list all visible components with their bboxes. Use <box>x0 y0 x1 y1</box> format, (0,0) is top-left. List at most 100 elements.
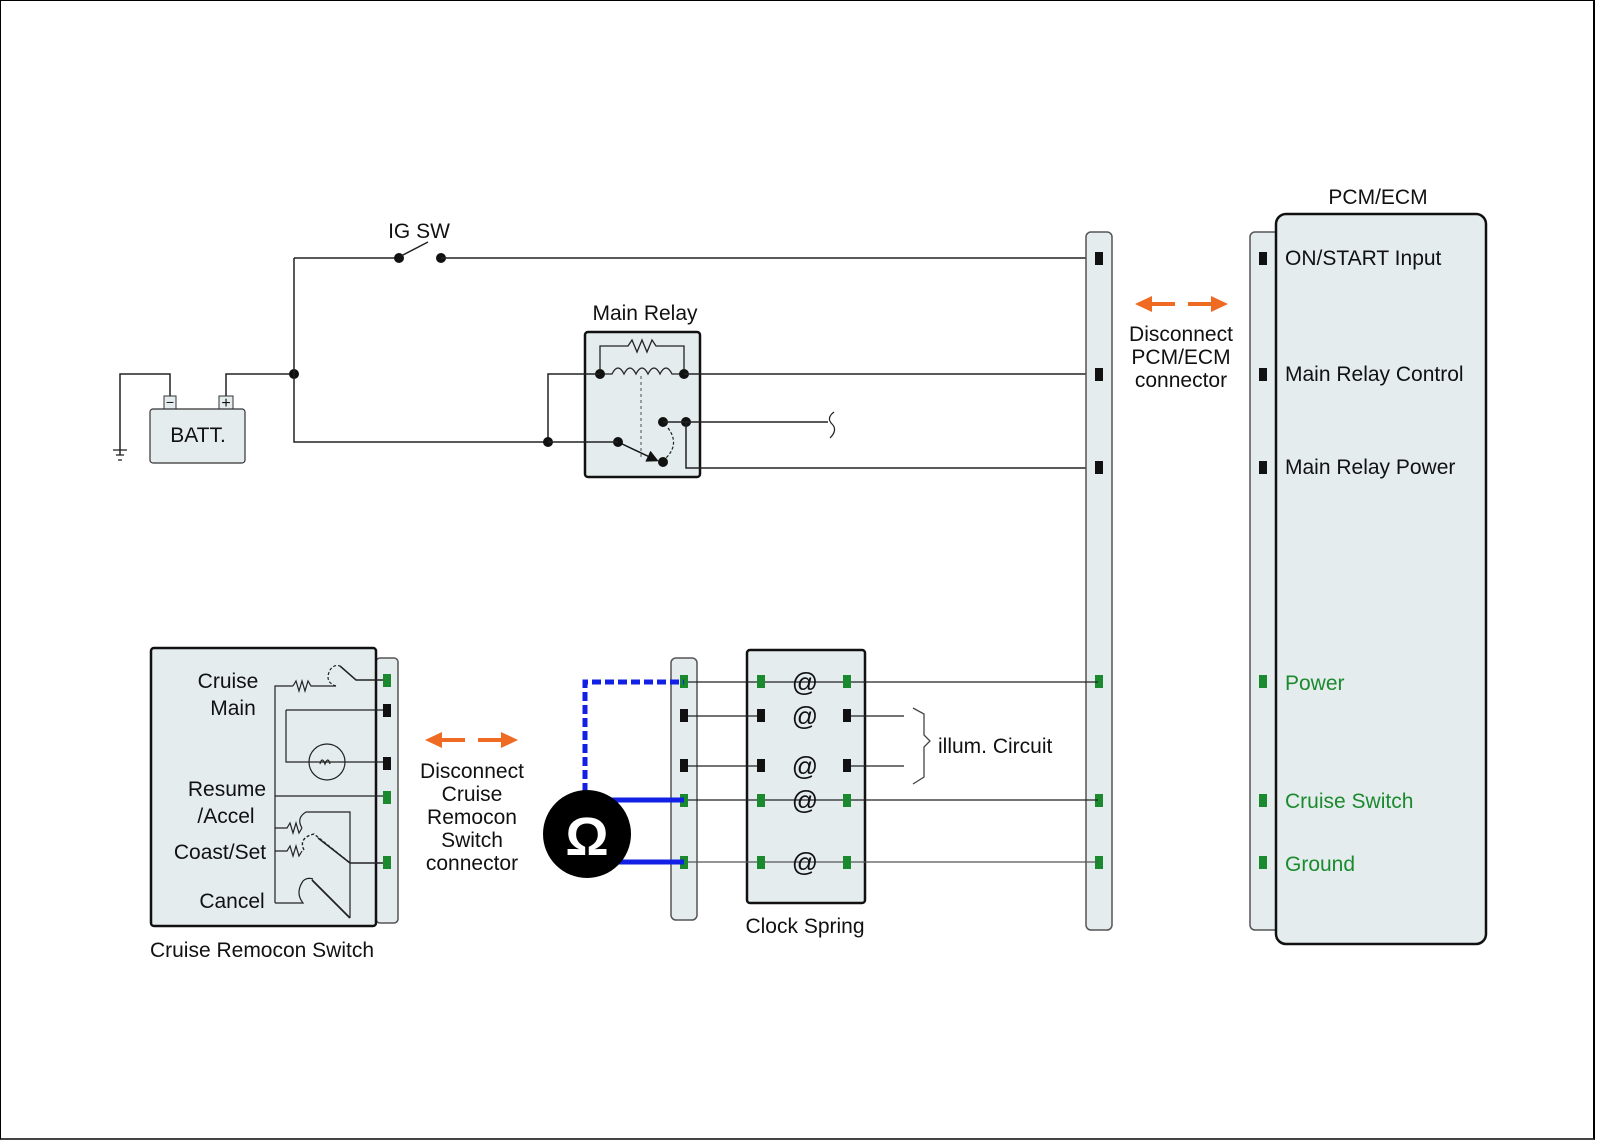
pcm-harness-connector[interactable] <box>1085 231 1113 931</box>
resistor-icon <box>275 820 303 836</box>
connector-pin <box>1095 794 1103 807</box>
wire-break-icon <box>828 411 836 439</box>
connector-pin <box>1095 856 1103 869</box>
double-arrow-icon <box>425 732 518 748</box>
switch-label-cruise: Cruise <box>198 670 259 693</box>
pcm-pin-label: ON/START Input <box>1285 247 1442 270</box>
double-arrow-icon <box>1135 296 1228 312</box>
relay-switch-arm <box>617 441 659 462</box>
harness-connector-body[interactable] <box>1085 231 1113 931</box>
clock-spring: Clock Spring <box>745 648 867 938</box>
battery-negative-wire <box>119 373 171 455</box>
connector-pin <box>1095 675 1103 688</box>
pcm-pin-label: Cruise Switch <box>1285 790 1413 813</box>
bulb-icon <box>308 743 346 781</box>
connector-pin <box>1095 252 1103 265</box>
clock-spring-pin <box>843 759 851 772</box>
battery-feed-wire <box>293 258 548 443</box>
main-relay-body <box>583 330 702 479</box>
relay-contact-path <box>665 427 675 459</box>
spiral-icon: @ <box>792 701 818 731</box>
clock-spring-harness-connector[interactable] <box>670 657 698 921</box>
illum-circuit-brace: illum. Circuit <box>912 707 1053 785</box>
switch-pin <box>383 704 391 717</box>
switch-label-coast-set: Coast/Set <box>174 841 266 864</box>
ground-icon <box>113 449 127 461</box>
spiral-icon: @ <box>792 785 818 815</box>
spiral-icon: @ <box>792 751 818 781</box>
ohmmeter-body[interactable] <box>543 790 631 878</box>
ohm-icon: Ω <box>565 807 608 867</box>
coil-icon <box>600 367 684 376</box>
main-relay: Main Relay <box>583 302 702 479</box>
pcm-pin <box>1259 252 1267 265</box>
pcm-pin-label: Ground <box>1285 853 1355 876</box>
clock-spring-body <box>745 648 867 905</box>
clock-spring-pin <box>843 709 851 722</box>
connector-pin <box>680 759 688 772</box>
connector-pin <box>680 709 688 722</box>
meter-lead-dashed[interactable] <box>582 679 684 792</box>
pcm-ecm-module: PCM/ECM ON/START Input Main Relay Contro… <box>1249 186 1488 946</box>
switch-label-accel: /Accel <box>197 805 254 828</box>
pcm-body <box>1274 212 1488 946</box>
disconnect-text-line: PCM/ECM <box>1131 346 1230 369</box>
switch-pin <box>383 674 391 687</box>
switch-label-resume: Resume <box>188 778 266 801</box>
pcm-disconnect-indicator: Disconnect PCM/ECM connector <box>1129 296 1233 392</box>
switch-label-cancel: Cancel <box>199 890 264 913</box>
battery-body <box>149 408 246 464</box>
disconnect-text-line: connector <box>426 852 518 875</box>
cruise-remocon-switch: Cruise Main Resume /Accel Coast/Set Canc… <box>149 646 399 962</box>
main-relay-power-wire <box>685 422 1098 469</box>
clock-spring-pin <box>757 856 765 869</box>
disconnect-text-line: connector <box>1135 369 1227 392</box>
switch-pin <box>383 856 391 869</box>
spiral-icon: @ <box>792 667 818 697</box>
main-relay-label: Main Relay <box>592 302 698 325</box>
cruise-main-switch <box>339 665 383 681</box>
relay-terminal <box>658 457 668 467</box>
switch-connector-body[interactable] <box>375 657 399 924</box>
switch-pin <box>383 757 391 770</box>
pcm-pin <box>1259 368 1267 381</box>
clock-spring-pin <box>757 794 765 807</box>
battery-label: BATT. <box>170 424 226 447</box>
pcm-pin-label: Main Relay Control <box>1285 363 1464 386</box>
connector-pin <box>1095 461 1103 474</box>
resistor-icon <box>292 678 336 694</box>
clock-spring-pin <box>757 675 765 688</box>
clock-spring-label: Clock Spring <box>745 915 864 938</box>
clock-spring-pin <box>757 759 765 772</box>
clock-spring-pin <box>843 675 851 688</box>
pcm-pin-label: Main Relay Power <box>1285 456 1455 479</box>
cruise-disconnect-indicator: Disconnect Cruise Remocon Switch connect… <box>420 732 524 875</box>
switch-body <box>149 646 378 928</box>
resistor-icon <box>599 338 685 374</box>
clock-spring-pin <box>843 856 851 869</box>
pcm-pin <box>1259 794 1267 807</box>
relay-coil-feed-wire <box>547 373 600 442</box>
ig-switch: IG SW <box>294 220 450 263</box>
battery: − + BATT. <box>113 373 246 464</box>
disconnect-text-line: Disconnect <box>1129 323 1233 346</box>
ig-switch-label: IG SW <box>388 220 450 243</box>
clock-spring-pin <box>843 794 851 807</box>
resistor-icon <box>275 843 303 859</box>
battery-positive-wire <box>225 373 294 396</box>
ig-switch-blade[interactable] <box>400 241 429 257</box>
battery-minus-label: − <box>166 394 174 410</box>
disconnect-text-line: Cruise <box>442 783 503 806</box>
pcm-pin <box>1259 856 1267 869</box>
disconnect-text-line: Switch <box>441 829 503 852</box>
clock-spring-pin <box>757 709 765 722</box>
clock-spring-spirals: @ @ @ @ @ <box>792 667 818 877</box>
ohmmeter[interactable]: Ω <box>543 679 684 878</box>
pcm-title: PCM/ECM <box>1328 186 1427 209</box>
brace-icon <box>912 707 931 785</box>
spiral-icon: @ <box>792 847 818 877</box>
switch-label-main: Main <box>210 697 256 720</box>
illum-circuit-label: illum. Circuit <box>938 735 1053 758</box>
disconnect-text-line: Disconnect <box>420 760 524 783</box>
cruise-switch-title: Cruise Remocon Switch <box>150 939 374 962</box>
